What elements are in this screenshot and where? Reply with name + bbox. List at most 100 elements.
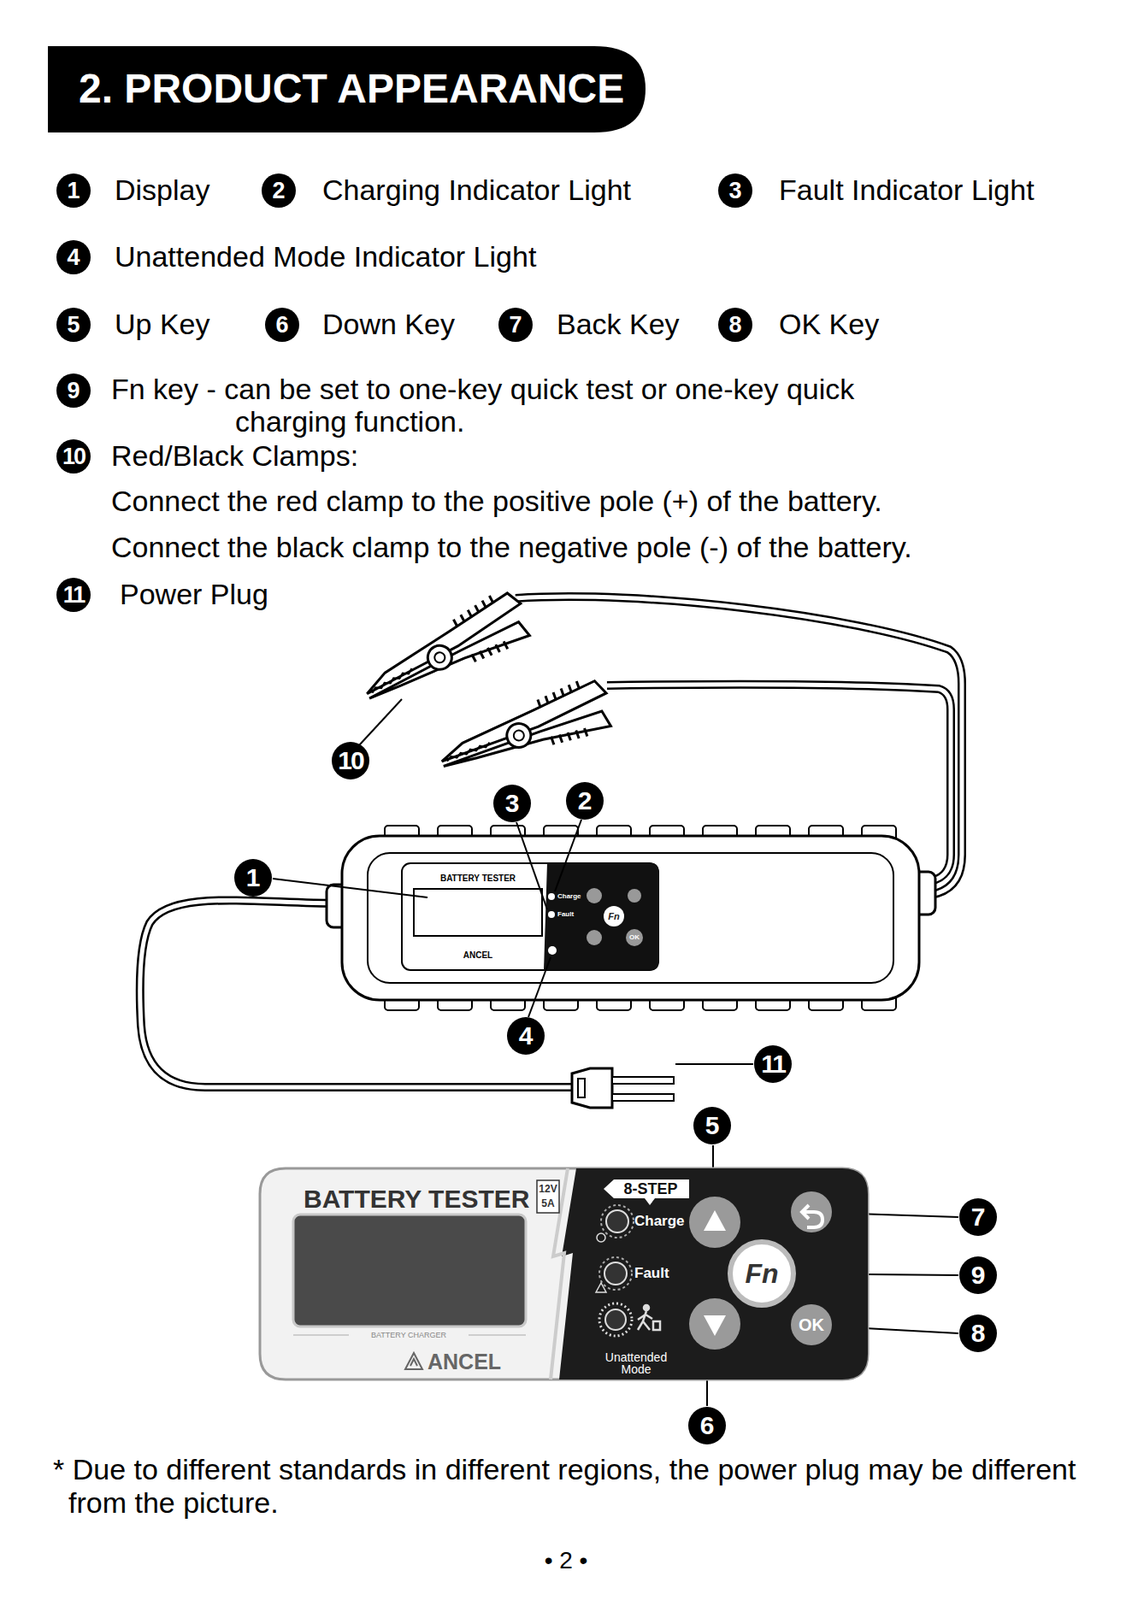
control-panel (259, 1168, 868, 1380)
part-name: Fault Indicator Light (778, 173, 1035, 207)
part-name: Red/Black Clamps: (111, 439, 359, 473)
callout-number: 10 (56, 439, 91, 474)
control-panel (405, 1353, 423, 1370)
page-number: • 2 • (544, 1547, 589, 1575)
power-plug (612, 1094, 674, 1102)
control-panel (603, 1179, 690, 1206)
callout-number: 6 (688, 1407, 726, 1445)
device-label: BATTERY CHARGER (371, 1331, 447, 1340)
control-panel (536, 1180, 560, 1214)
callout-number: 3 (718, 173, 753, 208)
callout-number: 7 (959, 1198, 997, 1237)
device-label: BATTERY TESTER (440, 873, 516, 885)
leader-line (516, 822, 548, 910)
red-clamp (353, 584, 537, 717)
callout-number: 4 (507, 1017, 545, 1056)
charger-body (625, 929, 643, 947)
callout-number: 2 (261, 173, 296, 208)
part-name: Power Plug (119, 577, 269, 612)
control-panel (468, 1335, 526, 1337)
callout-number: 4 (56, 240, 91, 275)
leader-line (272, 878, 428, 898)
leader-line (528, 957, 551, 1018)
callout-number: 8 (718, 307, 753, 342)
power-plug (571, 1068, 613, 1109)
button-label: Fn (744, 1258, 779, 1291)
charger-body (586, 888, 602, 904)
charger-body (627, 889, 642, 903)
callout-number: 9 (959, 1256, 997, 1295)
charger-body (548, 946, 557, 956)
led-label: Charge (634, 1213, 685, 1231)
led-label: Unattended Mode (595, 1351, 678, 1376)
callout-number: 11 (754, 1045, 792, 1084)
leader-line (675, 1063, 754, 1066)
charger-body (603, 906, 625, 927)
black-clamp (431, 672, 619, 786)
part-name: Charging Indicator Light (322, 173, 631, 207)
control-panel (599, 1303, 632, 1337)
led-label: Fault (557, 910, 574, 919)
title-banner (47, 46, 646, 133)
part-description: Connect the black clamp to the negative … (111, 530, 913, 565)
rating-label: 12V (538, 1184, 557, 1197)
leader-line (359, 699, 402, 746)
brand-logo: ANCEL (427, 1350, 502, 1375)
part-name: Unattended Mode Indicator Light (114, 240, 537, 274)
control-panel (801, 1205, 823, 1228)
callout-number: 1 (56, 173, 91, 208)
charger-body (413, 889, 543, 937)
part-name: Down Key (322, 307, 455, 342)
control-panel (703, 1315, 726, 1337)
button-label: Fn (607, 911, 620, 923)
footnote: * Due to different standards in differen… (53, 1453, 1114, 1521)
control-panel (790, 1191, 832, 1233)
callout-number: 2 (566, 782, 604, 820)
control-panel (605, 1309, 626, 1331)
led-label: Fault (634, 1265, 670, 1283)
charger-body (401, 863, 659, 971)
part-description: Connect the red clamp to the positive po… (111, 484, 883, 519)
control-panel (601, 1205, 634, 1239)
callout-number: 1 (234, 859, 272, 897)
control-panel (293, 1335, 349, 1337)
control-panel (703, 1210, 726, 1232)
control-panel (606, 1210, 629, 1233)
charger-body (586, 930, 602, 946)
callout-number: 8 (959, 1314, 997, 1353)
part-name: Back Key (556, 307, 680, 342)
control-panel (790, 1304, 832, 1346)
callout-number: 5 (56, 307, 91, 342)
device-label: BATTERY TESTER (303, 1185, 530, 1215)
control-panel (643, 1305, 649, 1311)
leader-line (554, 819, 582, 892)
charger-body (341, 836, 920, 1001)
red-clamp (353, 584, 537, 717)
control-panel (689, 1298, 741, 1351)
part-name: Display (114, 173, 210, 207)
rating-label: 5A (541, 1198, 555, 1211)
control-panel (559, 1168, 868, 1380)
power-plug (571, 1068, 674, 1109)
control-panel (637, 1305, 661, 1331)
control-panel (599, 1257, 632, 1291)
callout-number: 6 (265, 307, 300, 342)
control-panel (689, 1196, 741, 1249)
part-name: Up Key (114, 307, 211, 342)
callout-number: 11 (56, 577, 91, 613)
title-banner (47, 46, 646, 133)
button-label: OK (798, 1315, 825, 1336)
charger-body (548, 911, 555, 919)
charger-body (548, 893, 555, 901)
callout-number: 5 (693, 1107, 732, 1145)
part-description: Fn key - can be set to one-key quick tes… (111, 372, 967, 438)
charger-body (367, 853, 894, 984)
button-label: OK (629, 933, 640, 942)
control-panel (637, 1311, 653, 1331)
callout-number: 7 (498, 307, 533, 342)
black-clamp (431, 672, 619, 786)
callout-number: 10 (331, 742, 370, 780)
callout-number: 3 (493, 784, 531, 823)
step-badge: 8-STEP (623, 1180, 678, 1199)
